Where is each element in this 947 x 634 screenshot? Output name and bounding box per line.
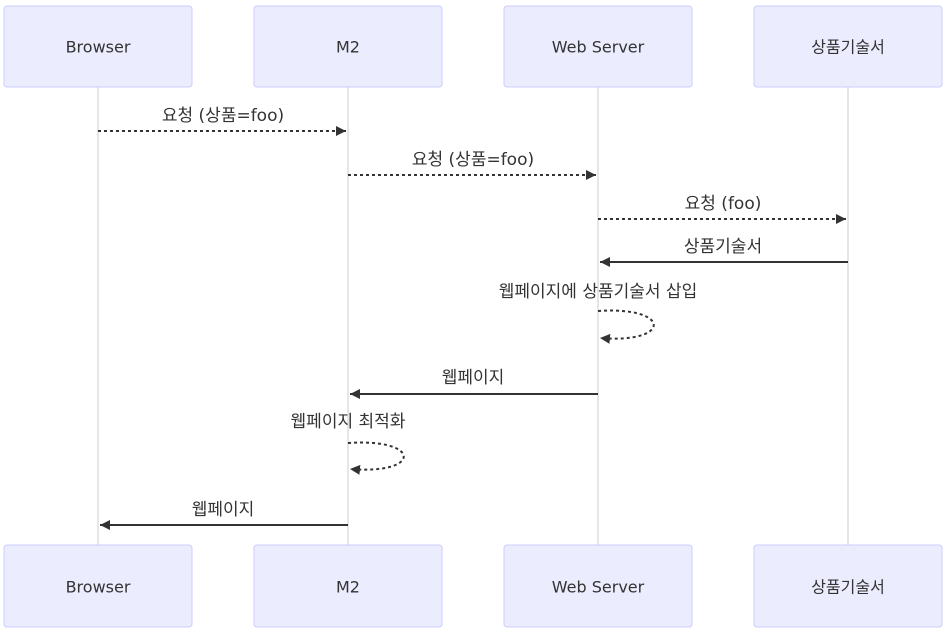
actor-browser-top: Browser: [3, 5, 193, 88]
actor-label: 상품기술서: [811, 38, 885, 57]
actor-m2-bottom: M2: [253, 544, 443, 628]
actor-label: M2: [336, 578, 360, 597]
message-label: 상품기술서: [684, 237, 762, 257]
actor-spec-bottom: 상품기술서: [753, 544, 943, 628]
message-webpage-to-m2: 웹페이지: [350, 368, 598, 399]
message-label: 웹페이지: [442, 368, 505, 388]
message-label: 웹페이지에 상품기술서 삽입: [499, 282, 698, 302]
message-label: 웹페이지 최적화: [291, 412, 406, 432]
actor-label: M2: [336, 38, 360, 57]
message-spec-response: 상품기술서: [600, 237, 848, 267]
actor-label: Web Server: [552, 38, 645, 57]
message-label: 웹페이지: [192, 500, 255, 520]
actors-top: Browser M2 Web Server 상품기술서: [3, 5, 943, 88]
actor-m2-top: M2: [253, 5, 443, 88]
actor-label: Web Server: [552, 578, 645, 597]
message-label: 요청 (foo): [685, 194, 762, 214]
actor-label: Browser: [66, 578, 131, 597]
message-request-to-webserver: 요청 (상품=foo): [348, 150, 596, 180]
message-optimize-self: 웹페이지 최적화: [291, 412, 406, 475]
self-loop-arrow: [597, 309, 655, 344]
actors-bottom: Browser M2 Web Server 상품기술서: [3, 544, 943, 628]
message-request-to-m2: 요청 (상품=foo): [98, 106, 346, 136]
message-label: 요청 (상품=foo): [162, 106, 284, 126]
actor-label: 상품기술서: [811, 578, 885, 597]
message-request-to-spec: 요청 (foo): [598, 194, 846, 224]
actor-spec-top: 상품기술서: [753, 5, 943, 88]
lifelines: [97, 87, 849, 545]
message-insert-spec-self: 웹페이지에 상품기술서 삽입: [499, 282, 698, 344]
self-loop-arrow: [347, 441, 405, 475]
message-label: 요청 (상품=foo): [412, 150, 534, 170]
actor-webserver-top: Web Server: [503, 5, 693, 88]
actor-webserver-bottom: Web Server: [503, 544, 693, 628]
actor-label: Browser: [66, 38, 131, 57]
message-webpage-to-browser: 웹페이지: [100, 500, 348, 530]
messages: 요청 (상품=foo) 요청 (상품=foo) 요청 (foo) 상품기술서 웹…: [98, 106, 848, 530]
actor-browser-bottom: Browser: [3, 544, 193, 628]
